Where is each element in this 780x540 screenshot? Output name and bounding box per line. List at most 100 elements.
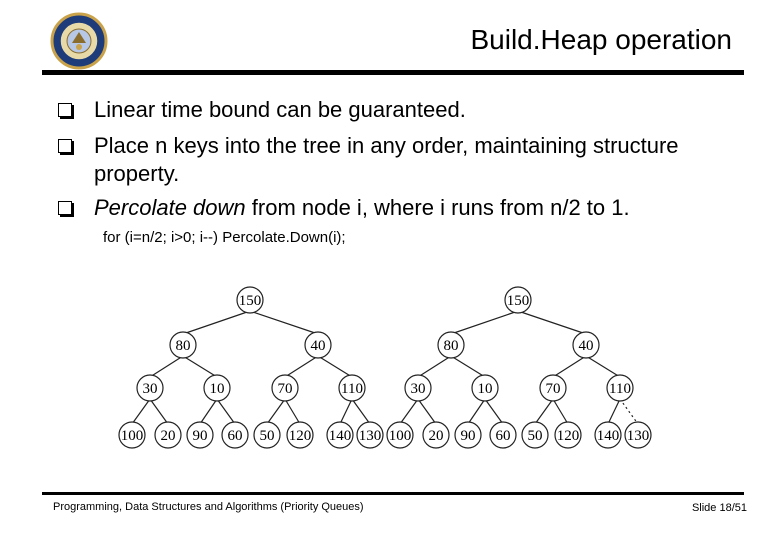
- tree-edge: [284, 355, 319, 378]
- title-divider: [42, 70, 744, 75]
- tree-node-circle: [606, 374, 634, 402]
- tree-node-circle: [169, 331, 197, 359]
- tree-node-circle: [154, 421, 182, 449]
- tree-edge: [182, 355, 218, 378]
- tree-node-circle: [521, 421, 549, 449]
- tree-node-label: 30: [411, 381, 426, 397]
- tree-node-label: 50: [528, 428, 543, 444]
- footer-slide-number: Slide 18/51: [691, 502, 747, 514]
- tree-edge: [467, 398, 486, 425]
- tree-node-circle: [454, 421, 482, 449]
- tree-node-circle: [271, 374, 299, 402]
- tree-node-circle: [539, 374, 567, 402]
- tree-node-circle: [203, 374, 231, 402]
- tree-node-circle: [286, 421, 314, 449]
- tree-node-circle: [356, 421, 384, 449]
- tree-edge: [339, 398, 353, 425]
- tree-node-label: 80: [444, 338, 459, 354]
- tree-node-label: 80: [176, 338, 191, 354]
- tree-node-circle: [136, 374, 164, 402]
- tree-edge: [149, 355, 184, 378]
- tree-edge: [517, 310, 587, 335]
- tree-node-label: 150: [239, 293, 262, 309]
- tree-edge: [484, 398, 504, 425]
- tree-node-label: 140: [597, 428, 620, 444]
- tree-node-circle: [624, 421, 652, 449]
- tree-node-label: 110: [341, 381, 363, 397]
- tree-node-circle: [594, 421, 622, 449]
- tree-node-circle: [386, 421, 414, 449]
- right-tree: 150 80 40 30 10 70 110 100 20 90 60 50 120 140 130: [386, 286, 652, 449]
- tree-edge: [284, 398, 301, 425]
- bullet-text: Place n keys into the tree in any order,…: [94, 133, 679, 158]
- tree-edge: [552, 355, 587, 378]
- bullet-rest-text: from node i, where i runs from n/2 to 1.: [245, 195, 630, 220]
- tree-node-label: 130: [627, 428, 650, 444]
- tree-node-label: 140: [329, 428, 352, 444]
- tree-edge: [450, 310, 519, 335]
- tree-edge: [131, 398, 151, 425]
- tree-node-circle: [554, 421, 582, 449]
- tree-node-label: 90: [193, 428, 208, 444]
- tree-edge: [619, 398, 639, 425]
- bullet-italic-text: Percolate down: [94, 195, 246, 220]
- tree-node-label: 20: [429, 428, 444, 444]
- tree-node-label: 50: [260, 428, 275, 444]
- tree-node-label: 70: [278, 381, 293, 397]
- tree-node-circle: [338, 374, 366, 402]
- tree-node-circle: [118, 421, 146, 449]
- checkbox-bullet-icon: [58, 103, 72, 117]
- tree-edge: [417, 398, 437, 425]
- tree-node-circle: [304, 331, 332, 359]
- bullet-continuation: property.: [94, 161, 180, 186]
- tree-node-circle: [572, 331, 600, 359]
- tree-edge: [585, 355, 621, 378]
- slide-title: Build.Heap operation: [470, 24, 732, 55]
- tree-node-label: 10: [210, 381, 225, 397]
- tree-node-circle: [422, 421, 450, 449]
- tree-node-label: 120: [289, 428, 312, 444]
- tree-edge: [534, 398, 554, 425]
- tree-edge: [552, 398, 569, 425]
- tree-node-circle: [253, 421, 281, 449]
- tree-edge: [182, 310, 251, 335]
- tree-node-circle: [437, 331, 465, 359]
- university-seal-logo: [50, 12, 108, 70]
- tree-edge: [199, 398, 218, 425]
- checkbox-bullet-icon: [58, 201, 72, 215]
- tree-node-label: 60: [496, 428, 511, 444]
- tree-node-label: 10: [478, 381, 493, 397]
- tree-node-circle: [404, 374, 432, 402]
- tree-node-label: 120: [557, 428, 580, 444]
- tree-node-label: 110: [609, 381, 631, 397]
- tree-node-circle: [489, 421, 517, 449]
- tree-edge: [317, 355, 353, 378]
- tree-node-circle: [471, 374, 499, 402]
- tree-node-label: 30: [143, 381, 158, 397]
- tree-node-circle: [504, 286, 532, 314]
- tree-node-circle: [326, 421, 354, 449]
- tree-node-circle: [236, 286, 264, 314]
- tree-edge: [450, 355, 486, 378]
- tree-node-circle: [186, 421, 214, 449]
- tree-edge: [216, 398, 236, 425]
- tree-node-label: 150: [507, 293, 530, 309]
- tree-edge: [607, 398, 621, 425]
- footer-course-title: Programming, Data Structures and Algorit…: [53, 501, 364, 513]
- tree-edge: [266, 398, 286, 425]
- tree-node-label: 130: [359, 428, 382, 444]
- tree-node-label: 70: [546, 381, 561, 397]
- tree-edge: [399, 398, 419, 425]
- tree-node-label: 40: [311, 338, 326, 354]
- heap-trees-diagram: 150 80 40 30 10 70 110 100 20 90 60 50 120 140 130 150 8…: [118, 286, 652, 449]
- tree-node-label: 60: [228, 428, 243, 444]
- checkbox-bullet-icon: [58, 139, 72, 153]
- tree-edge: [149, 398, 169, 425]
- tree-edge: [417, 355, 452, 378]
- tree-node-label: 100: [121, 428, 144, 444]
- tree-node-label: 40: [579, 338, 594, 354]
- tree-node-label: 90: [461, 428, 476, 444]
- tree-node-label: 20: [161, 428, 176, 444]
- tree-node-circle: [221, 421, 249, 449]
- tree-node-label: 100: [389, 428, 412, 444]
